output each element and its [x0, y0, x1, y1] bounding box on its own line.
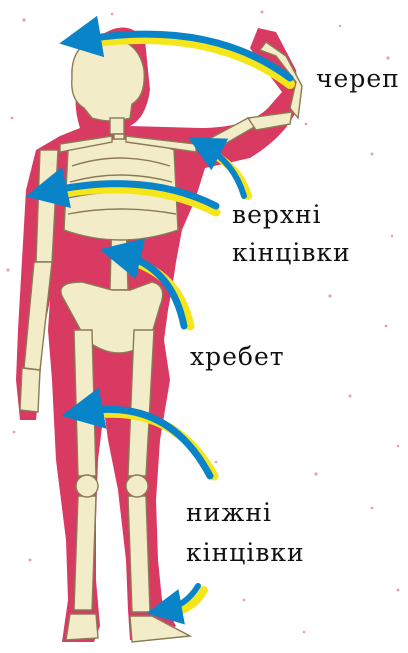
- right-tibia-bone: [128, 496, 150, 612]
- label-spine: хребет: [190, 340, 285, 374]
- label-lower-limbs-line2: кінцівки: [186, 536, 305, 570]
- left-tibia-bone: [74, 496, 96, 610]
- right-foot-bone: [130, 616, 190, 642]
- left-foot-bone: [66, 614, 98, 640]
- arrow-to-foot: [164, 586, 204, 614]
- left-femur-bone: [74, 330, 96, 476]
- left-hand-bone: [20, 368, 40, 412]
- neck-bone: [110, 118, 124, 134]
- label-lower-limbs-line1: нижні: [186, 496, 272, 530]
- label-upper-limbs-line1: верхні: [232, 198, 322, 232]
- label-skull: череп: [316, 62, 400, 96]
- label-upper-limbs-line2: кінцівки: [232, 236, 351, 270]
